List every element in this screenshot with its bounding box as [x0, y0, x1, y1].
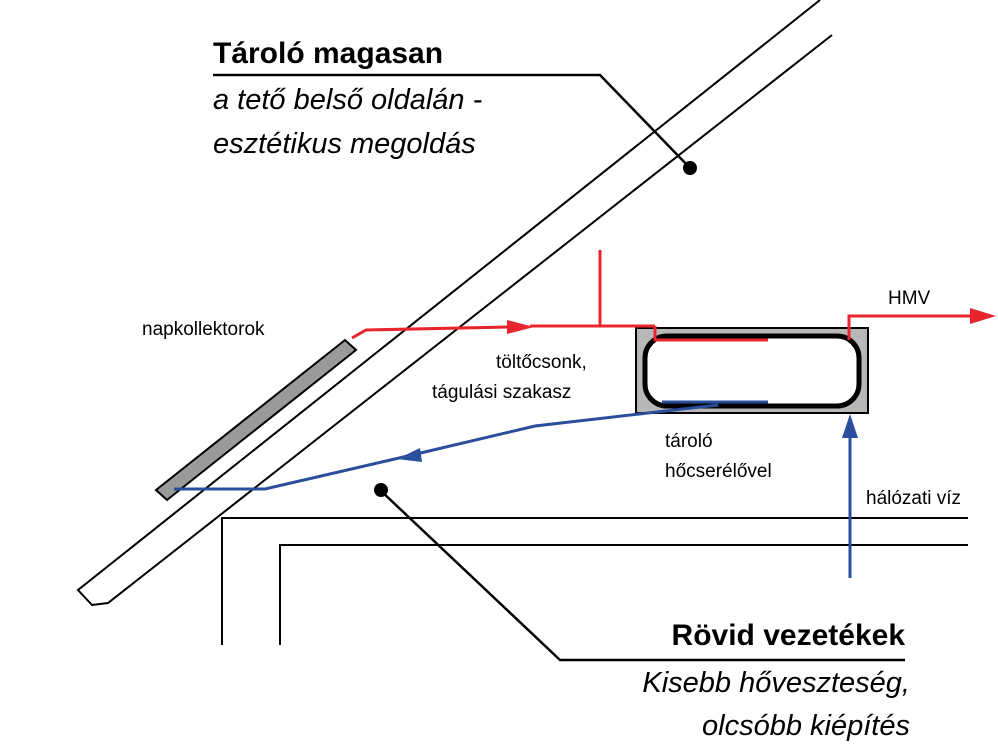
callout-leader-top [213, 73, 697, 175]
flow-arrow-hot [507, 320, 534, 334]
top-callout-line1: a tető belső oldalán - [213, 84, 482, 116]
hot-supply-pipe [351, 250, 975, 342]
mains-water-label: hálózati víz [866, 488, 961, 509]
building-structure [221, 517, 968, 645]
top-callout-title: Tároló magasan [213, 37, 443, 70]
mains-water-pipe [842, 414, 858, 578]
callout-dot-top [683, 161, 697, 175]
bottom-callout-line2: olcsóbb kiépítés [702, 710, 910, 742]
storage-label-line2: hőcserélővel [665, 461, 772, 482]
flow-arrow-cold [397, 448, 422, 462]
storage-tank [635, 327, 869, 414]
callout-dot-bottom [374, 483, 388, 497]
bottom-callout-line1: Kisebb hőveszteség, [642, 667, 910, 699]
filling-label-line2: tágulási szakasz [432, 382, 571, 403]
storage-label-line1: tároló [665, 431, 713, 452]
callout-leader-bottom [374, 483, 905, 662]
hmv-arrow [970, 308, 996, 324]
solar-collector-panel [154, 338, 358, 502]
collectors-label: napkollektorok [142, 319, 265, 340]
cold-return-pipe [174, 400, 768, 491]
hmv-label: HMV [888, 288, 931, 309]
top-callout-line2: esztétikus megoldás [213, 128, 476, 160]
roof-slab [76, 0, 833, 607]
filling-label-line1: töltőcsonk, [496, 352, 587, 373]
bottom-callout-title: Rövid vezetékek [672, 619, 906, 652]
